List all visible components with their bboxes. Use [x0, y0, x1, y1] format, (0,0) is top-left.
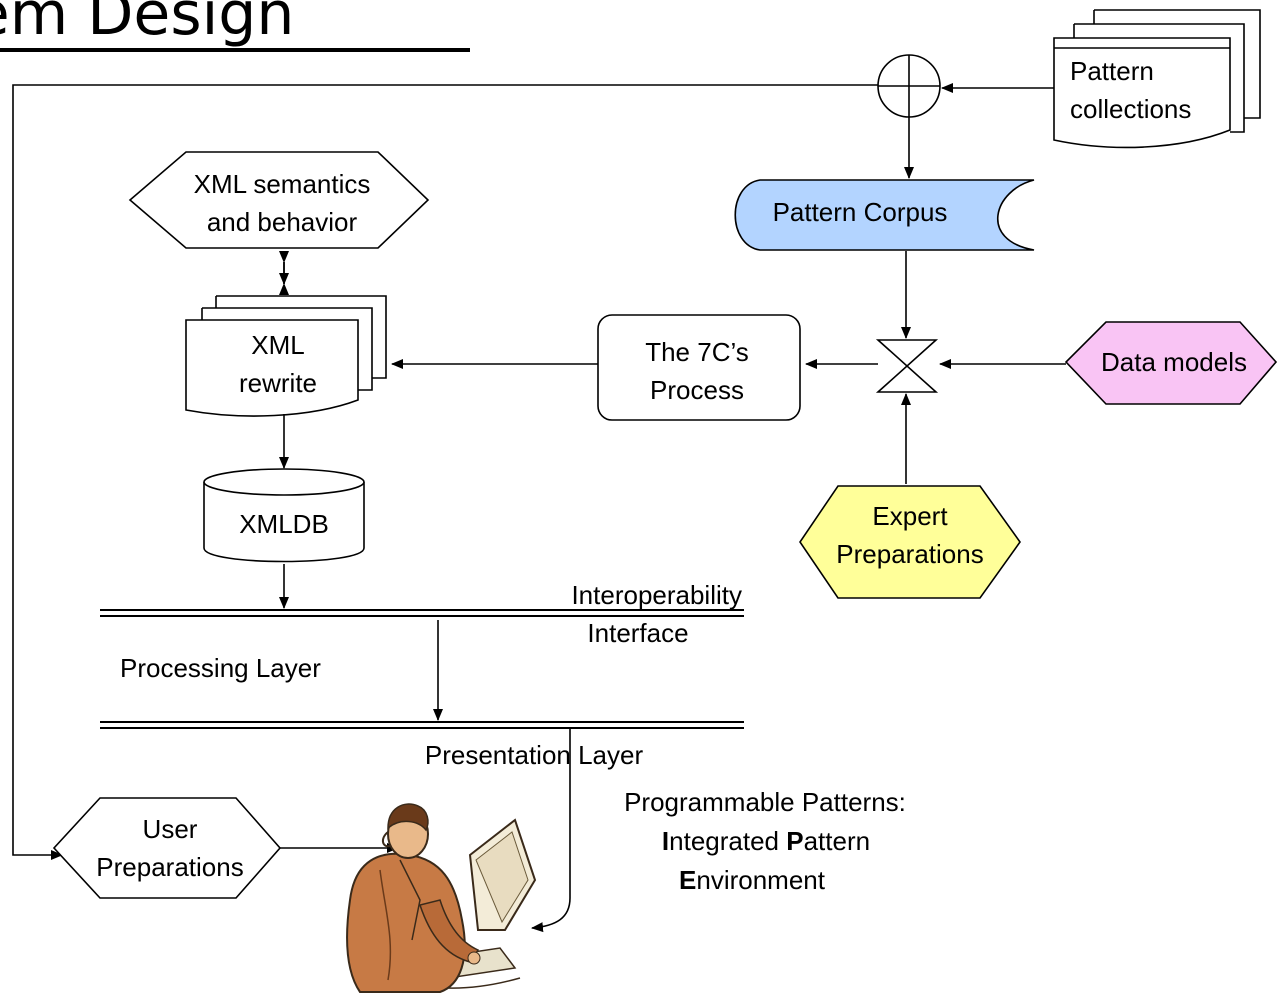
- caption-line-3-rest: nvironment: [696, 865, 825, 895]
- xml-rewrite-node: XML rewrite: [185, 295, 387, 417]
- xml-semantics-label-1: XML semantics: [194, 169, 371, 199]
- interoperability-label-2: Interface: [587, 618, 688, 648]
- pattern-corpus-label: Pattern Corpus: [773, 197, 948, 227]
- user-preparations-label-1: User: [143, 814, 198, 844]
- process-7c-label-1: The 7C’s: [645, 337, 749, 367]
- processing-layer-label: Processing Layer: [120, 653, 321, 683]
- caption-line-2-initial-1: I: [662, 826, 669, 856]
- feedback-to-user-line: [12, 84, 878, 860]
- user-preparations-label-2: Preparations: [96, 852, 243, 882]
- process-7c-label-2: Process: [650, 375, 744, 405]
- bowtie-junction: [875, 339, 939, 393]
- data-models-label: Data models: [1101, 347, 1247, 377]
- expert-preparations-label-1: Expert: [872, 501, 948, 531]
- process-7c-node: The 7C’s Process: [597, 314, 801, 421]
- xml-semantics-label-2: and behavior: [207, 207, 358, 237]
- xml-semantics-node: XML semantics and behavior: [128, 151, 430, 249]
- caption-line-3: Environment: [679, 865, 826, 895]
- xml-rewrite-label-1: XML: [251, 330, 304, 360]
- pattern-collections-label-1: Pattern: [1070, 56, 1154, 86]
- caption-line-2-rest-1: ntegrated: [669, 826, 786, 856]
- merge-junction: [877, 54, 941, 118]
- pattern-collections-label-2: collections: [1070, 94, 1191, 124]
- expert-preparations-node: Expert Preparations: [799, 485, 1021, 599]
- data-models-node: Data models: [1064, 321, 1278, 405]
- xml-rewrite-label-2: rewrite: [239, 368, 317, 398]
- interoperability-interface-line: [100, 609, 744, 617]
- presentation-layer-line: [100, 721, 744, 729]
- xmldb-label: XMLDB: [239, 509, 329, 539]
- presentation-layer-label: Presentation Layer: [425, 740, 644, 770]
- expert-preparations-label-2: Preparations: [836, 539, 983, 569]
- xmldb-node: XMLDB: [203, 468, 365, 563]
- caption-line-2-rest-2: attern: [804, 826, 871, 856]
- caption: Programmable Patterns: Integrated Patter…: [624, 787, 906, 895]
- interoperability-label-1: Interoperability: [571, 580, 742, 610]
- pattern-corpus-node: Pattern Corpus: [734, 179, 1035, 251]
- pattern-collections-node: Pattern collections: [1053, 9, 1261, 149]
- user-preparations-node: User Preparations: [52, 797, 282, 899]
- caption-line-1: Programmable Patterns:: [624, 787, 906, 817]
- person-at-computer-icon: [346, 803, 537, 993]
- presentation-to-user-arrow: [531, 728, 571, 933]
- caption-line-2-initial-2: P: [786, 826, 803, 856]
- caption-line-2: Integrated Pattern: [662, 826, 870, 856]
- page-title: stem Design: [0, 0, 294, 49]
- caption-line-3-initial: E: [679, 865, 696, 895]
